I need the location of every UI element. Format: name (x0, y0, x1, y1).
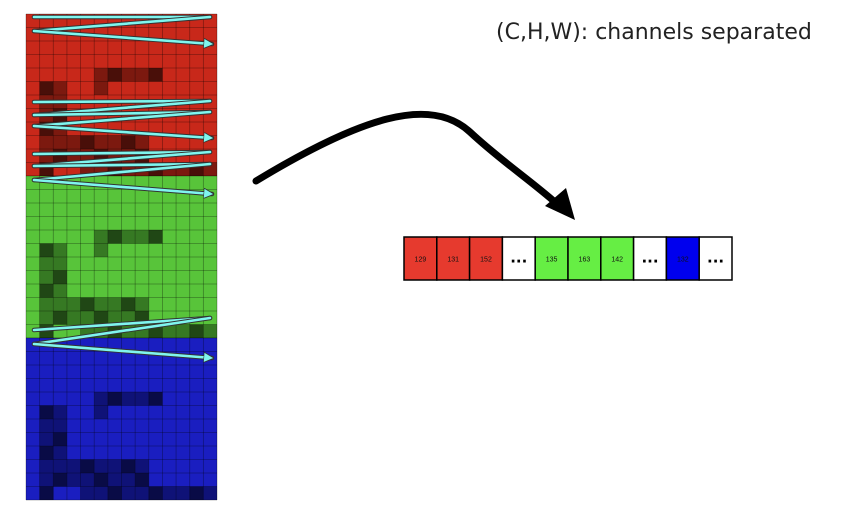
flatten-arrow (252, 110, 575, 220)
array-cell-label: ... (641, 249, 658, 267)
array-cell: 131 (436, 236, 471, 281)
array-cell: ... (501, 236, 536, 281)
array-cell: 152 (468, 236, 504, 281)
array-cell-label: 135 (546, 257, 558, 264)
flattened-memory-array: 129 131 152... 135 163 142... 132... (403, 236, 733, 281)
array-cell-label: 132 (677, 257, 689, 264)
array-cell-label: 152 (480, 257, 492, 264)
array-cell: 135 (534, 236, 569, 281)
array-cell: 163 (567, 236, 602, 281)
array-cell: 132 (665, 236, 700, 281)
scan-arrow-segment (31, 161, 213, 183)
green-channel-grid (25, 175, 218, 339)
array-cell-label: 131 (447, 257, 459, 264)
array-cell-label: 142 (611, 257, 623, 264)
array-cell: ... (632, 236, 668, 281)
scan-arrow-segment (31, 161, 213, 169)
scan-arrow-segment (31, 109, 213, 129)
array-cell-label: ... (510, 249, 527, 267)
array-cell: ... (698, 236, 733, 281)
array-cell-label: 163 (579, 257, 591, 264)
array-cell-label: ... (707, 249, 724, 267)
blue-channel-grid (25, 337, 218, 501)
array-cell: 142 (600, 236, 635, 281)
array-cell-label: 129 (415, 257, 427, 264)
scan-arrow-segment (31, 315, 213, 347)
image-channel-stack (25, 13, 218, 501)
array-cell: 129 (403, 236, 438, 281)
scan-arrow-segment (31, 341, 212, 358)
scan-arrow-segment (31, 123, 212, 138)
scan-order-arrows (31, 14, 213, 358)
scan-arrow-segment (31, 14, 213, 34)
diagram-title: (C,H,W): channels separated (496, 20, 812, 45)
scan-arrow-segment (31, 177, 212, 194)
scan-arrow-segment (31, 315, 213, 333)
scan-arrow-segment (31, 28, 212, 44)
